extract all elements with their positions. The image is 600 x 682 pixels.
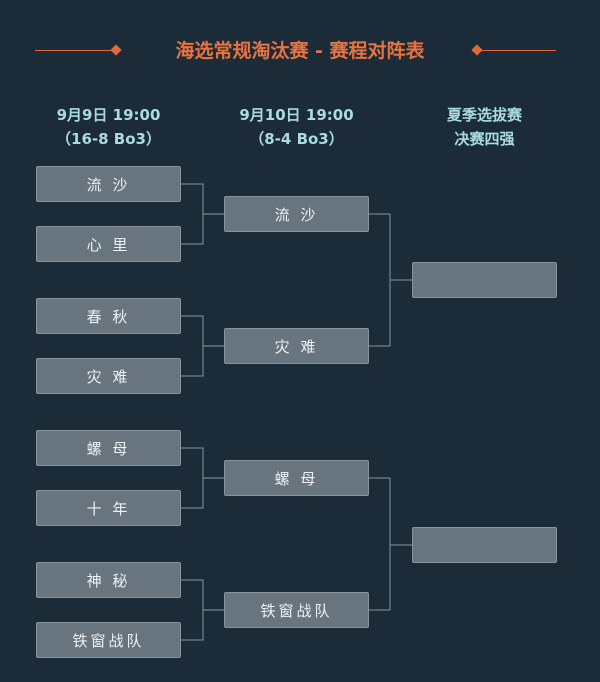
title-decor-line-right — [481, 50, 556, 51]
round2-team-1[interactable]: 流 沙 — [224, 196, 369, 232]
round3-subtitle: 决赛四强 — [454, 130, 515, 148]
round3-slot-1[interactable] — [412, 262, 557, 298]
round2-team-4[interactable]: 铁窗战队 — [224, 592, 369, 628]
round1-team-4[interactable]: 灾 难 — [36, 358, 181, 394]
round3-title: 夏季选拔赛 — [446, 106, 522, 124]
round2-team-2[interactable]: 灾 难 — [224, 328, 369, 364]
title-decor-line-left — [35, 50, 115, 51]
round2-date: 9月10日 19:00 — [239, 106, 354, 124]
round1-header: 9月9日 19:00 （16-8 Bo3） — [36, 103, 181, 151]
round2-format: （8-4 Bo3） — [249, 130, 344, 148]
round2-header: 9月10日 19:00 （8-4 Bo3） — [224, 103, 369, 151]
round2-team-3[interactable]: 螺 母 — [224, 460, 369, 496]
round1-team-8[interactable]: 铁窗战队 — [36, 622, 181, 658]
round3-slot-2[interactable] — [412, 527, 557, 563]
round1-team-1[interactable]: 流 沙 — [36, 166, 181, 202]
round3-header: 夏季选拔赛 决赛四强 — [412, 103, 557, 151]
title-row: 海选常规淘汰赛 - 赛程对阵表 — [0, 34, 600, 68]
round1-team-5[interactable]: 螺 母 — [36, 430, 181, 466]
round1-format: （16-8 Bo3） — [56, 130, 161, 148]
round1-team-3[interactable]: 春 秋 — [36, 298, 181, 334]
round1-team-7[interactable]: 神 秘 — [36, 562, 181, 598]
round1-team-6[interactable]: 十 年 — [36, 490, 181, 526]
page-title: 海选常规淘汰赛 - 赛程对阵表 — [175, 40, 425, 62]
round1-team-2[interactable]: 心 里 — [36, 226, 181, 262]
round1-date: 9月9日 19:00 — [56, 106, 161, 124]
